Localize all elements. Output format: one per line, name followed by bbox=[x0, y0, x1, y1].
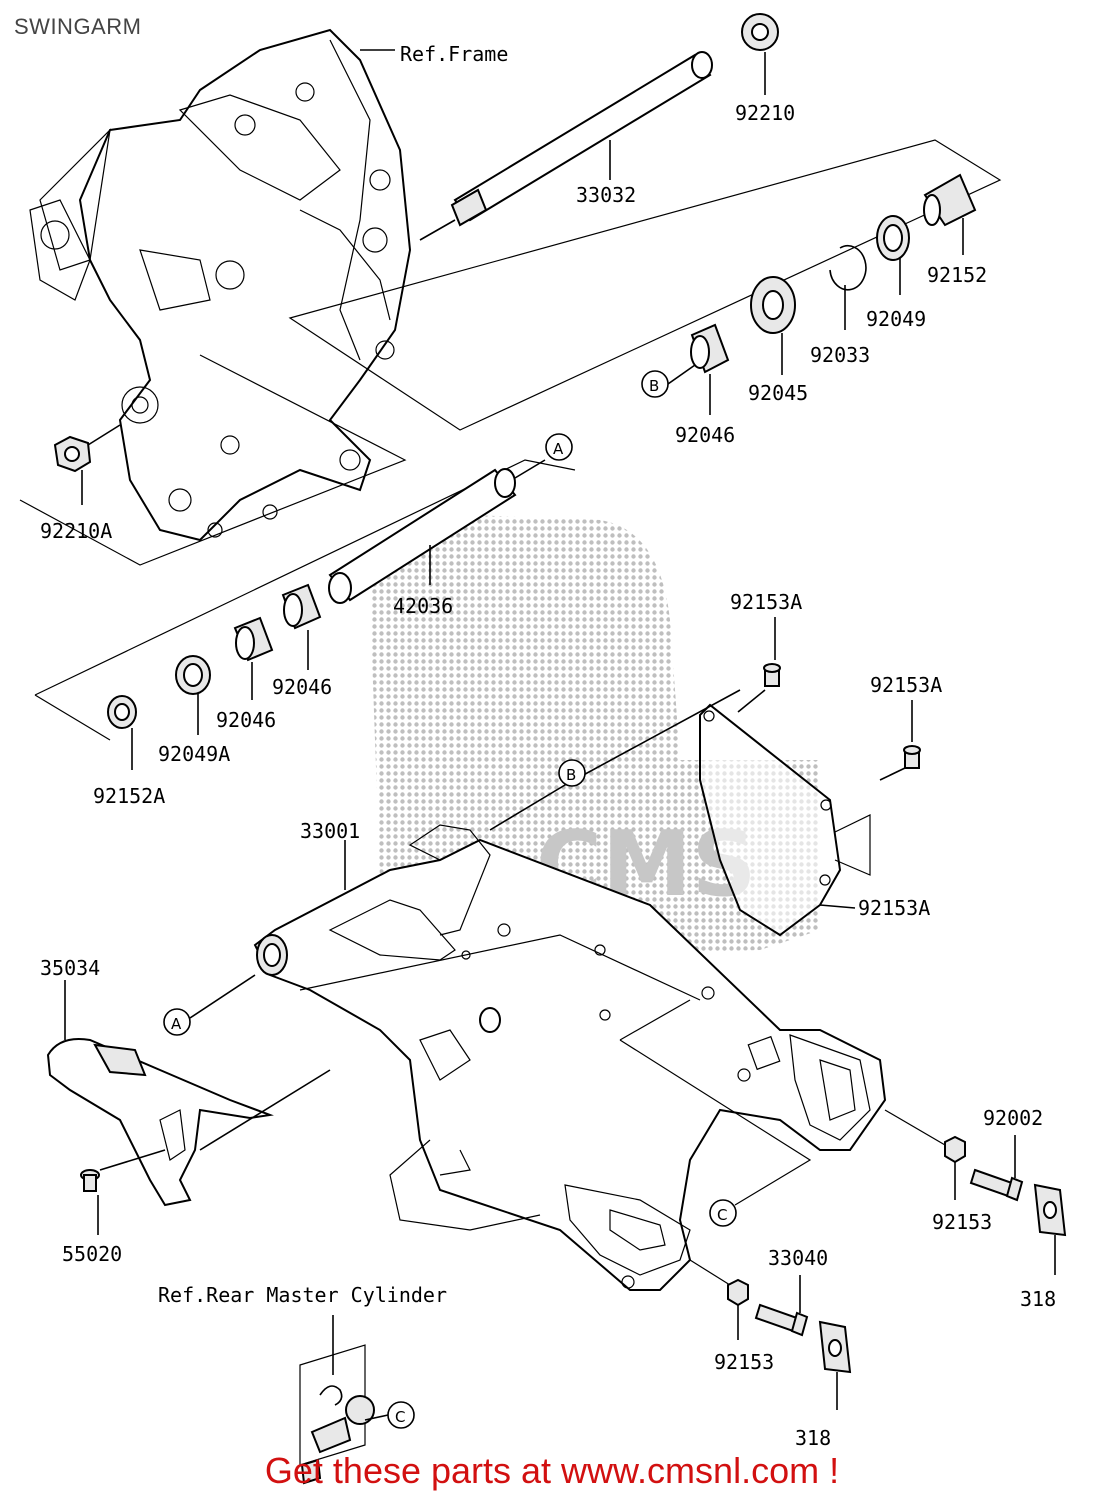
label-92210: 92210 bbox=[735, 101, 795, 125]
label-92153-right: 92002 bbox=[983, 1106, 1043, 1130]
label-33001: 33001 bbox=[300, 819, 360, 843]
label-92046-mid: 92046 bbox=[272, 675, 332, 699]
sleeve-group: 42036 92046 92046 92049A 92152A bbox=[93, 459, 546, 808]
label-92002: 55020 bbox=[62, 1242, 122, 1266]
chain-guard-55020: 35034 55020 bbox=[40, 956, 331, 1266]
label-33040: 318 bbox=[1020, 1287, 1056, 1311]
pivot-shaft-group: 33032 92210 92152 92049 92033 92 bbox=[419, 13, 987, 447]
ref-frame-label: Ref.Frame bbox=[400, 42, 508, 66]
label-92046-top: 92046 bbox=[675, 423, 735, 447]
label-92049: 92049 bbox=[866, 307, 926, 331]
callout-c-bottom: C bbox=[387, 1401, 415, 1429]
callout-a-left: A bbox=[163, 1008, 191, 1036]
bolt-92153a-1 bbox=[763, 663, 781, 687]
label-92210A: 92210A bbox=[40, 519, 112, 543]
leader-c-right-a bbox=[619, 999, 691, 1041]
callout-b-top: B bbox=[641, 370, 669, 398]
chain-cover-group: 92153A 92153A 92153A bbox=[699, 590, 942, 937]
label-42036: 42036 bbox=[393, 594, 453, 618]
bolt-92153a-2 bbox=[903, 745, 921, 769]
label-92153A-1: 92153A bbox=[730, 590, 802, 614]
label-92045: 92045 bbox=[748, 381, 808, 405]
guide-frame-box bbox=[19, 354, 407, 566]
label-55020: 35034 bbox=[40, 956, 100, 980]
guide-pivot-box bbox=[288, 139, 1002, 431]
rear-master-cylinder-ref: Ref.Rear Master Cylinder C bbox=[158, 1283, 447, 1485]
swingarm-33001: 33001 bbox=[253, 819, 887, 1291]
svg-text:C: C bbox=[717, 1206, 727, 1224]
bolt-92153-right bbox=[969, 1168, 1014, 1198]
svg-text:C: C bbox=[395, 1408, 405, 1426]
svg-text:A: A bbox=[171, 1015, 182, 1033]
label-92153A-2: 92153A bbox=[870, 673, 942, 697]
label-92152A: 92152A bbox=[93, 784, 165, 808]
label-92153-lower: 33040 bbox=[768, 1246, 828, 1270]
page-title: SWINGARM bbox=[14, 14, 142, 39]
circlip-92033 bbox=[829, 245, 867, 291]
bolt-92002 bbox=[80, 1169, 100, 1192]
label-92046-low: 92046 bbox=[216, 708, 276, 732]
callout-c-right: C bbox=[709, 1199, 737, 1227]
nut-318-lower bbox=[727, 1278, 749, 1307]
svg-text:A: A bbox=[553, 440, 564, 458]
chain-cover-35034 bbox=[699, 703, 842, 937]
svg-text:B: B bbox=[649, 377, 659, 395]
callout-a-top: A bbox=[545, 433, 573, 461]
lower-adjuster-group: 92153 33040 318 bbox=[689, 1246, 852, 1450]
nut-92210a-group: 92210A bbox=[40, 424, 121, 543]
leader-c-right-b bbox=[619, 1039, 812, 1206]
label-92049A: 92049A bbox=[158, 742, 230, 766]
label-33040A: 318 bbox=[795, 1426, 831, 1450]
label-92033: 92033 bbox=[810, 343, 870, 367]
callout-b-mid: B bbox=[558, 759, 586, 787]
label-318-lower: 92153 bbox=[714, 1350, 774, 1374]
label-92152: 92152 bbox=[927, 263, 987, 287]
nut-318-right bbox=[944, 1135, 966, 1164]
label-318-right: 92153 bbox=[932, 1210, 992, 1234]
frame-section: Ref.Frame bbox=[29, 28, 508, 542]
label-33032: 33032 bbox=[576, 183, 636, 207]
label-35034: 92153A bbox=[858, 896, 930, 920]
footer-promo-text: Get these parts at www.cmsnl.com ! bbox=[264, 1450, 840, 1491]
guide-shaft-box bbox=[34, 459, 576, 741]
right-adjuster-group: 92153 92002 318 bbox=[884, 1106, 1067, 1311]
bolt-92153-lower bbox=[754, 1303, 799, 1333]
svg-text:B: B bbox=[566, 766, 576, 784]
ref-rear-master-cylinder-label: Ref.Rear Master Cylinder bbox=[158, 1283, 447, 1307]
